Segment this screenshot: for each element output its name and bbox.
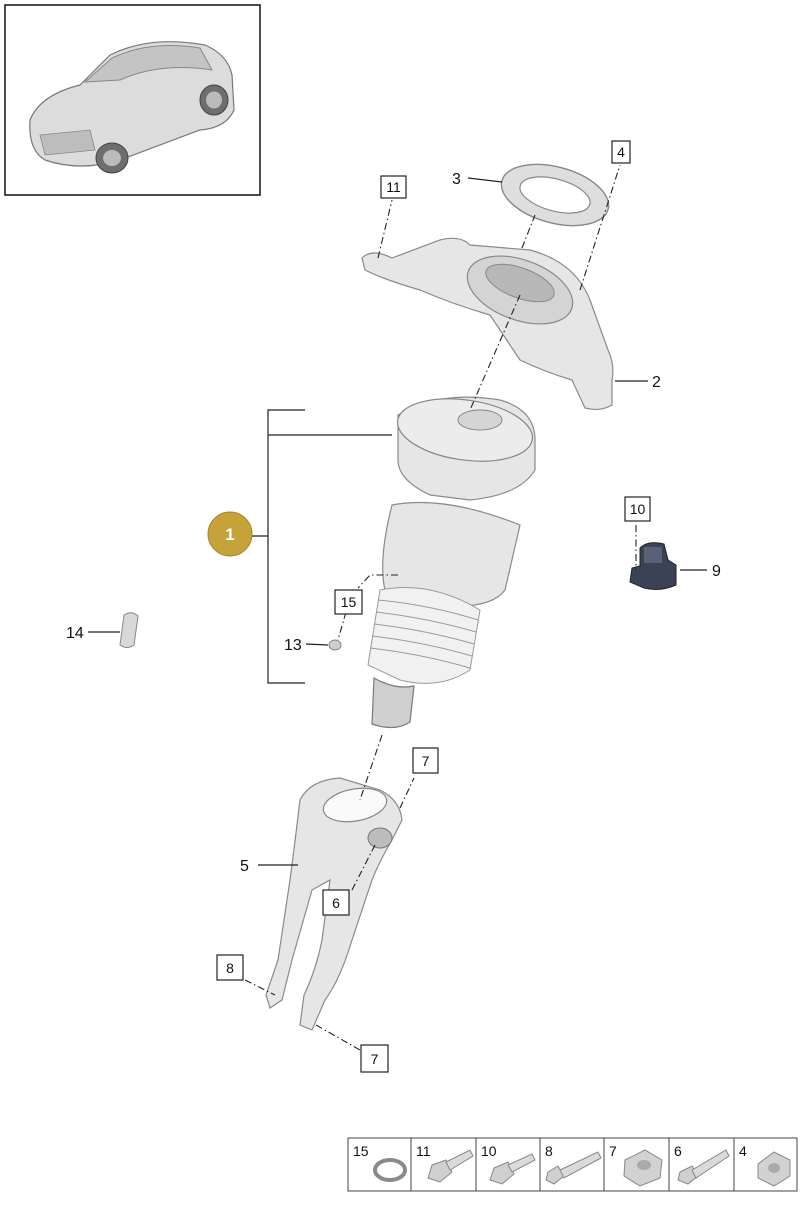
callout-box-7-lower[interactable]: 7	[360, 1044, 389, 1073]
nut-4-icon	[757, 1151, 791, 1187]
svg-text:11: 11	[386, 179, 401, 195]
vehicle-thumbnail	[4, 4, 261, 196]
callout-9[interactable]: 9	[712, 563, 721, 580]
svg-text:10: 10	[630, 501, 646, 517]
table-label-10: 10	[481, 1143, 497, 1159]
bolt-6-icon	[677, 1149, 730, 1185]
table-label-15: 15	[353, 1143, 369, 1159]
svg-text:7: 7	[422, 753, 430, 769]
callout-5[interactable]: 5	[240, 858, 249, 875]
washer-icon	[373, 1158, 407, 1182]
callout-box-11[interactable]: 11	[380, 175, 407, 199]
pin-14-icon	[119, 612, 139, 648]
suv-car-icon	[29, 41, 235, 174]
callout-box-7-upper[interactable]: 7	[412, 747, 439, 774]
callout-box-15[interactable]: 15	[334, 589, 363, 615]
level-sensor-icon	[629, 542, 677, 590]
air-suspension-strut-icon	[367, 396, 536, 729]
callout-box-4[interactable]: 4	[611, 140, 631, 164]
assembly-bracket	[250, 409, 392, 684]
callout-14[interactable]: 14	[66, 625, 84, 642]
callout-2[interactable]: 2	[652, 374, 661, 391]
assembly-badge-1[interactable]: 1	[207, 511, 253, 557]
fastener-table: 15 11 10 8 7 6 4	[347, 1137, 798, 1192]
badge-1-label: 1	[225, 525, 234, 544]
bolt-11-icon	[427, 1149, 474, 1183]
callout-box-6[interactable]: 6	[322, 889, 350, 916]
svg-text:15: 15	[341, 594, 357, 610]
svg-text:4: 4	[617, 144, 625, 160]
svg-text:7: 7	[371, 1051, 379, 1067]
callout-13[interactable]: 13	[284, 637, 302, 654]
table-label-11: 11	[416, 1143, 431, 1159]
nut-13-icon	[328, 639, 342, 651]
leader-lines	[88, 177, 707, 866]
callout-box-10[interactable]: 10	[624, 496, 651, 522]
bolt-8-icon	[545, 1151, 602, 1185]
strut-mount-icon	[361, 237, 614, 411]
table-label-4: 4	[739, 1143, 747, 1159]
bolt-10-icon	[489, 1153, 536, 1185]
callout-3[interactable]: 3	[452, 171, 461, 188]
table-label-7: 7	[609, 1143, 617, 1159]
table-label-6: 6	[674, 1143, 682, 1159]
table-label-8: 8	[545, 1143, 553, 1159]
assembly-lines	[244, 164, 637, 1051]
svg-text:8: 8	[226, 960, 234, 976]
ring-icon	[500, 163, 610, 227]
callout-box-8[interactable]: 8	[216, 954, 244, 981]
nut-7-icon	[623, 1149, 663, 1187]
svg-text:6: 6	[332, 895, 340, 911]
